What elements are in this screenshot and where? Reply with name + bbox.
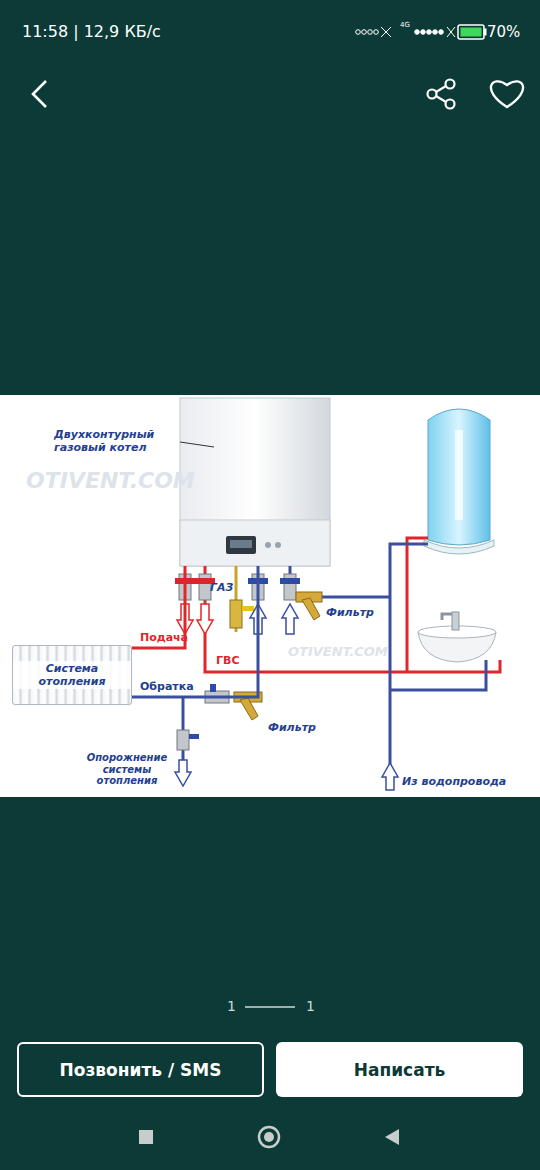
share-icon — [428, 80, 455, 109]
flow-arrow — [175, 760, 191, 786]
pager-number: 1 — [227, 998, 236, 1014]
nav-back — [385, 1129, 399, 1145]
gas-label: ГАЗ — [210, 582, 233, 595]
shower-cabin — [424, 409, 494, 554]
cold-water-pipe — [390, 660, 486, 690]
back-icon — [33, 81, 46, 107]
pager-number: 1 — [306, 998, 315, 1014]
node-text: Двухконтурный газовый котел — [54, 428, 174, 454]
filter — [296, 592, 322, 620]
hot-water-pipe — [205, 566, 500, 672]
network-label: 4G — [400, 21, 410, 29]
valve — [205, 684, 229, 703]
leader-line — [180, 442, 214, 447]
boiler-body — [180, 398, 330, 566]
gas-valve — [230, 600, 254, 628]
pipe-label: Обратка — [140, 681, 194, 694]
sink — [418, 612, 496, 662]
write-button: Написать — [276, 1042, 523, 1097]
heart-icon — [491, 81, 523, 107]
call-button: Позвонить / SMS — [17, 1042, 264, 1097]
node-text: Написать — [354, 1060, 446, 1080]
nav-home — [259, 1127, 279, 1147]
status-time: 11:58 | 12,9 КБ/с — [22, 23, 161, 41]
status-icons — [356, 25, 486, 39]
water-supply-label: Из водопровода — [402, 776, 506, 789]
drain-pipe — [182, 697, 185, 760]
pipe-label: Подача — [140, 632, 188, 645]
pager-line — [245, 1006, 295, 1008]
battery-level: 70% — [487, 24, 520, 41]
nav-home — [264, 1132, 274, 1142]
filter-label: Фильтр — [268, 722, 316, 735]
hot-water-pipe — [407, 538, 428, 672]
watermark: OTIVENT.COM — [288, 645, 388, 660]
cold-water-pipe — [390, 544, 428, 775]
diagram-panel — [0, 395, 540, 797]
drain-label: Опорожнение системы отопления — [78, 752, 176, 787]
drain-valve — [177, 730, 199, 750]
flow-arrow — [197, 604, 213, 634]
flow-arrow — [382, 763, 398, 790]
hot-water-label: ГВС — [216, 655, 239, 668]
boiler: Двухконтурный газовый котел — [180, 398, 330, 566]
pipe-connector — [132, 566, 258, 697]
node-text: Позвонить / SMS — [60, 1060, 222, 1080]
filter-label: Фильтр — [326, 607, 374, 620]
radiator: Система отопления — [12, 645, 132, 705]
watermark: OTIVENT.COM — [26, 468, 195, 493]
flow-arrow — [282, 604, 298, 634]
node-text: Система отопления — [13, 661, 131, 689]
nav-recent — [139, 1130, 153, 1144]
